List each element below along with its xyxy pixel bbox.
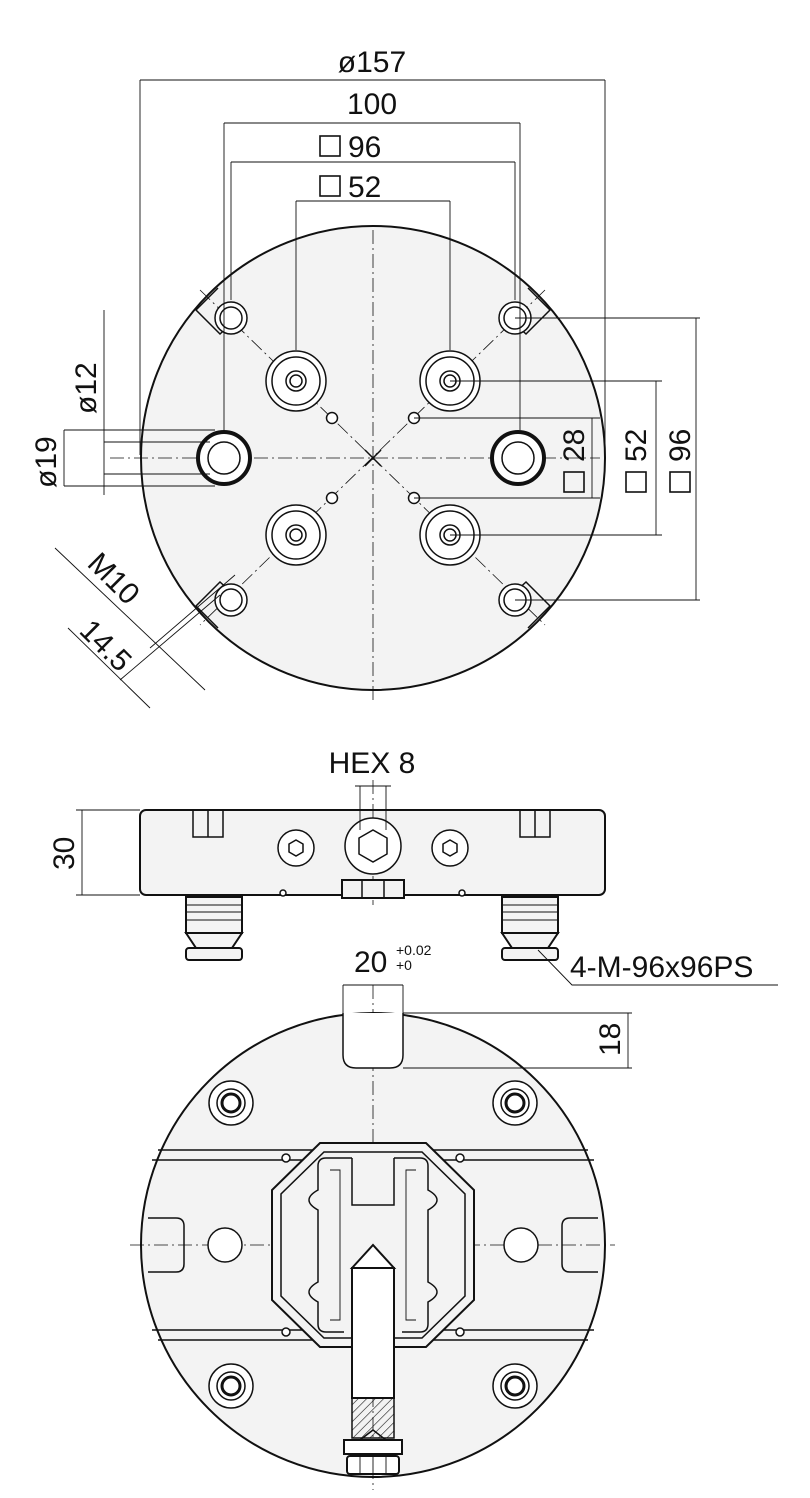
dim-square-28: 28 [558,429,591,462]
pin-left [184,896,244,961]
dim-diameter-157: ø157 [338,46,406,79]
dim-tolerance-upper: +0.02 [396,942,432,958]
hex-socket-inner [358,829,388,863]
part-number-label: 4-M-96x96PS [570,951,753,984]
dim-square-96: 96 [348,131,381,164]
dim-height-30: 30 [48,837,81,870]
bottom-top-slot [342,1013,404,1069]
dim-square-96-right: 96 [664,429,697,462]
dim-slot-depth-18: 18 [594,1023,627,1056]
square-symbol-28 [563,471,585,493]
dim-square-52-right: 52 [620,429,653,462]
dim-diameter-19: ø19 [30,436,63,488]
square-symbol-52-right [625,471,647,493]
bottom-side-tab-right [561,1217,598,1273]
clamp-housing-inner [280,1151,466,1339]
top-view: ø157 100 96 52 ø12 ø19 M10 14.5 [30,46,700,709]
pin-right [500,896,560,961]
dim-slot-width-20: 20 [354,946,387,979]
center-shaft [351,1267,395,1399]
dim-diameter-12: ø12 [70,362,103,414]
clamp-jaw-left [308,1157,352,1333]
side-bottom-tab [341,879,405,899]
clamp-jaw-right [394,1157,438,1333]
square-symbol-96-right [669,471,691,493]
square-symbol-52 [319,175,341,197]
dim-square-52: 52 [348,171,381,204]
side-slot-left [192,810,224,838]
side-slot-right [519,810,551,838]
dim-tolerance-lower: +0 [396,957,412,973]
bottom-corner-screws [208,1080,538,1409]
square-symbol-96 [319,135,341,157]
dim-thread-m10: M10 [81,547,146,612]
adjusting-nut [343,1439,403,1455]
part-leader [537,949,778,986]
side-hex-hole-left [277,829,315,867]
bottom-locating-hole-right [503,1227,539,1263]
threaded-section [351,1397,395,1439]
center-mark [364,449,382,467]
side-view: HEX 8 30 [48,747,778,986]
dim-width-100: 100 [347,88,397,121]
bottom-view: 20 +0.02 +0 18 [130,942,632,1490]
bottom-side-tab-left [148,1217,185,1273]
dim-length-14-5: 14.5 [73,614,138,679]
dim-hex-8: HEX 8 [329,747,416,780]
side-hex-hole-right [431,829,469,867]
bottom-locating-hole-left [207,1227,243,1263]
